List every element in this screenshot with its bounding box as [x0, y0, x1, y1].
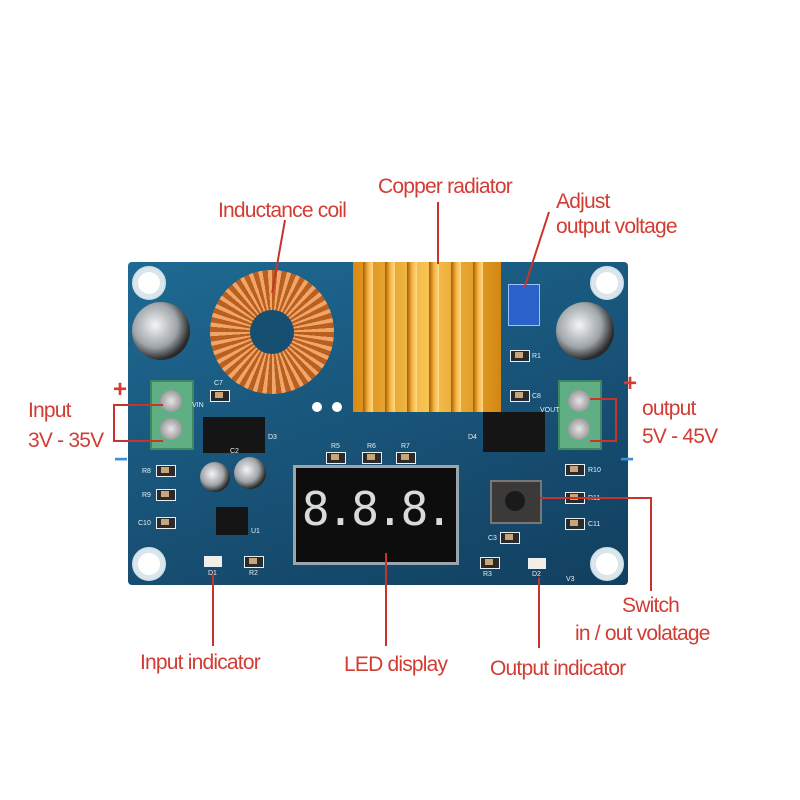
diode-d3	[203, 417, 265, 453]
label-output-indicator: Output indicator	[490, 657, 626, 680]
label-led-display: LED display	[344, 653, 448, 676]
copper-radiator	[353, 262, 501, 412]
silk-r1: R1	[532, 353, 541, 360]
input-plus-sign: +	[113, 376, 128, 403]
silk-r2: R2	[249, 570, 258, 577]
small-capacitor	[200, 462, 230, 492]
mount-hole	[590, 266, 624, 300]
silk-r5: R5	[331, 443, 340, 450]
silk-c3: C3	[488, 535, 497, 542]
input-capacitor	[132, 302, 190, 360]
label-input: Input	[28, 399, 72, 422]
leader-line	[437, 202, 439, 264]
leader-line	[113, 404, 115, 440]
smd-r5	[326, 452, 346, 464]
output-plus-sign: +	[623, 370, 638, 397]
output-indicator-led	[528, 558, 546, 569]
smd-r3	[480, 557, 500, 569]
led-display: 8.8.8.	[293, 465, 459, 565]
leader-line	[615, 398, 617, 440]
mount-hole	[590, 547, 624, 581]
label-switch: Switch	[622, 594, 680, 617]
adjust-potentiometer[interactable]	[508, 284, 540, 326]
silk-d2: D2	[532, 571, 541, 578]
leader-line	[113, 404, 163, 406]
smd-c10	[156, 517, 176, 529]
input-terminal[interactable]	[150, 380, 194, 450]
smd-r2	[244, 556, 264, 568]
leader-line	[590, 440, 617, 442]
label-inductance-coil: Inductance coil	[218, 199, 347, 222]
output-minus-sign: −	[620, 446, 635, 473]
silk-d3: D3	[268, 434, 277, 441]
silk-r8: R8	[142, 468, 151, 475]
regulator-u1	[216, 507, 248, 535]
mount-hole	[132, 266, 166, 300]
via	[332, 402, 342, 412]
silk-u1: U1	[251, 528, 260, 535]
smd-r7	[396, 452, 416, 464]
output-terminal[interactable]	[558, 380, 602, 450]
silk-c11: C11	[588, 521, 601, 528]
label-input-range: 3V - 35V	[28, 429, 104, 452]
smd-r8	[156, 465, 176, 477]
input-indicator-led	[204, 556, 222, 567]
silk-c8: C8	[532, 393, 541, 400]
label-output: output	[642, 397, 696, 420]
label-output-range: 5V - 45V	[642, 425, 718, 448]
silk-c2: C2	[230, 448, 239, 455]
silk-c10: C10	[138, 520, 151, 527]
silk-r6: R6	[367, 443, 376, 450]
switch-button[interactable]	[490, 480, 542, 524]
via	[312, 402, 322, 412]
silk-r9: R9	[142, 492, 151, 499]
smd-r9	[156, 489, 176, 501]
leader-line	[540, 497, 652, 499]
silk-vin: VIN	[192, 402, 204, 409]
silk-r10: R10	[588, 467, 601, 474]
label-output-voltage: output voltage	[556, 215, 678, 238]
label-switch-voltage: in / out volatage	[575, 622, 710, 645]
leader-line	[538, 578, 540, 648]
mount-hole	[132, 547, 166, 581]
smd-r6	[362, 452, 382, 464]
input-minus-sign: −	[114, 446, 129, 473]
smd-r10	[565, 464, 585, 476]
silk-vout: VOUT	[540, 407, 560, 414]
silk-d1: D1	[208, 570, 217, 577]
smd-c11	[565, 518, 585, 530]
smd-c3	[500, 532, 520, 544]
label-adjust: Adjust	[556, 190, 610, 213]
small-capacitor	[234, 457, 266, 489]
leader-line	[113, 440, 163, 442]
output-capacitor	[556, 302, 614, 360]
smd-c7	[210, 390, 230, 402]
leader-line	[590, 398, 617, 400]
label-copper-radiator: Copper radiator	[378, 175, 513, 198]
silk-d4: D4	[468, 434, 477, 441]
boost-converter-board: VIN VOUT D3 D4 U1 C7 R1 C8 C2 R5 R6 R7 R…	[128, 262, 628, 585]
leader-line	[212, 574, 214, 646]
leader-line	[650, 497, 652, 591]
diode-d4	[483, 412, 545, 452]
smd-r1	[510, 350, 530, 362]
silk-r3: R3	[483, 571, 492, 578]
silk-r7: R7	[401, 443, 410, 450]
label-input-indicator: Input indicator	[140, 651, 261, 674]
leader-line	[385, 553, 387, 646]
display-digits: 8.8.8.	[301, 482, 453, 536]
silk-v3: V3	[566, 576, 575, 583]
smd-c8	[510, 390, 530, 402]
silk-c7: C7	[214, 380, 223, 387]
